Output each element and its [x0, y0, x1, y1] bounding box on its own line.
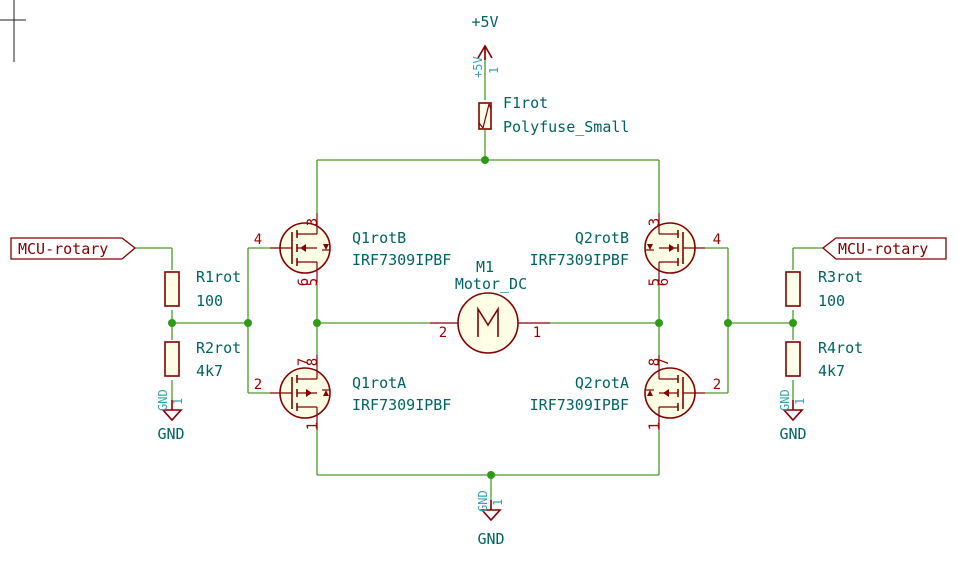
resistor-r2rot[interactable]: R2rot 4k7 [164, 339, 241, 380]
q2a-pin-top: 8 [647, 358, 663, 366]
power-5v-symbol[interactable]: +5V +5V 1 [471, 13, 501, 78]
gnd-right-pin-name: GND [778, 389, 792, 411]
q1a-pin-top2: 7 [296, 358, 312, 366]
motor-value: Motor_DC [455, 275, 527, 293]
gnd-left-label: GND [157, 425, 184, 443]
q1b-pin-top: 3 [305, 218, 321, 226]
q2a-pin-top2: 7 [656, 358, 672, 366]
q2a-pin-bottom: 1 [647, 422, 663, 430]
q1a-pin-bottom: 1 [305, 422, 321, 430]
q2b-pin-top: 3 [647, 218, 663, 226]
q1a-ref: Q1rotA [352, 374, 406, 392]
gnd-left-pin-num: 1 [171, 398, 185, 405]
junction-dot [313, 319, 321, 327]
r2-value: 4k7 [196, 362, 223, 380]
resistor-r1rot[interactable]: R1rot 100 [164, 268, 241, 310]
q1b-pin-bottom2: 6 [296, 278, 312, 286]
junction-dot [724, 319, 732, 327]
q2b-value: IRF7309IPBF [530, 251, 629, 269]
power-5v-pin-num: 1 [487, 67, 501, 74]
q1b-value: IRF7309IPBF [352, 251, 451, 269]
gnd-symbol-center[interactable]: GND GND 1 [476, 490, 505, 548]
gnd-center-pin-num: 1 [491, 499, 505, 506]
q1a-pin-top: 8 [305, 358, 321, 366]
q2a-ref: Q2rotA [575, 374, 629, 392]
fuse-f1rot[interactable]: F1rot Polyfuse_Small [478, 94, 629, 136]
r1-value: 100 [196, 292, 223, 310]
gnd-center-pin-name: GND [476, 490, 490, 512]
gnd-right-label: GND [779, 425, 806, 443]
global-label-left[interactable]: MCU-rotary [10, 237, 137, 260]
junction-dot [168, 319, 176, 327]
fuse-ref: F1rot [503, 94, 548, 112]
junction-dot [244, 319, 252, 327]
mosfet-q2rota[interactable]: 2 8 7 1 Q2rotA IRF7309IPBF [530, 355, 722, 430]
gnd-left-pin-name: GND [156, 389, 170, 411]
gnd-center-label: GND [477, 530, 504, 548]
motor-m1[interactable]: M1 Motor_DC 2 1 [430, 258, 550, 354]
resistor-r3rot[interactable]: R3rot 100 [785, 268, 863, 310]
q2b-ref: Q2rotB [575, 229, 629, 247]
gnd-right-pin-num: 1 [793, 398, 807, 405]
q1a-pin-gate: 2 [254, 377, 262, 393]
mosfet-q1rotb[interactable]: 4 3 5 6 Q1rotB IRF7309IPBF [254, 213, 452, 286]
power-5v-pin-name: +5V [471, 56, 485, 78]
r4-ref: R4rot [818, 339, 863, 357]
junction-dot [789, 319, 797, 327]
q2b-pin-bottom: 5 [647, 278, 663, 286]
motor-pin-left: 2 [439, 325, 447, 341]
resistor-r4rot[interactable]: R4rot 4k7 [785, 339, 863, 380]
junction-dot [487, 471, 495, 479]
q2a-pin-gate: 2 [713, 377, 721, 393]
junction-dot [481, 156, 489, 164]
q1b-pin-bottom: 5 [305, 278, 321, 286]
motor-pin-right: 1 [533, 325, 541, 341]
r3-value: 100 [818, 292, 845, 310]
gnd-symbol-right[interactable]: GND GND 1 [778, 389, 807, 443]
mosfet-q2rotb[interactable]: 4 3 5 6 Q2rotB IRF7309IPBF [530, 213, 722, 286]
q2b-pin-gate: 4 [713, 232, 721, 248]
global-label-right[interactable]: MCU-rotary [821, 237, 947, 260]
global-label-right-text: MCU-rotary [838, 240, 928, 258]
mosfet-q1rota[interactable]: 2 8 7 1 Q1rotA IRF7309IPBF [254, 355, 452, 430]
r1-ref: R1rot [196, 268, 241, 286]
junctions [168, 156, 797, 479]
motor-ref: M1 [476, 258, 494, 276]
q1b-ref: Q1rotB [352, 229, 406, 247]
q2b-pin-bottom2: 6 [656, 278, 672, 286]
q1b-pin-gate: 4 [254, 232, 262, 248]
fuse-value: Polyfuse_Small [503, 118, 629, 136]
crosshair-cursor-icon [0, 0, 26, 62]
r4-value: 4k7 [818, 362, 845, 380]
gnd-symbol-left[interactable]: GND GND 1 [156, 389, 185, 443]
junction-dot [655, 319, 663, 327]
q2a-value: IRF7309IPBF [530, 396, 629, 414]
global-label-left-text: MCU-rotary [18, 240, 108, 258]
r3-ref: R3rot [818, 268, 863, 286]
power-5v-label: +5V [471, 13, 498, 31]
q1a-value: IRF7309IPBF [352, 396, 451, 414]
r2-ref: R2rot [196, 339, 241, 357]
